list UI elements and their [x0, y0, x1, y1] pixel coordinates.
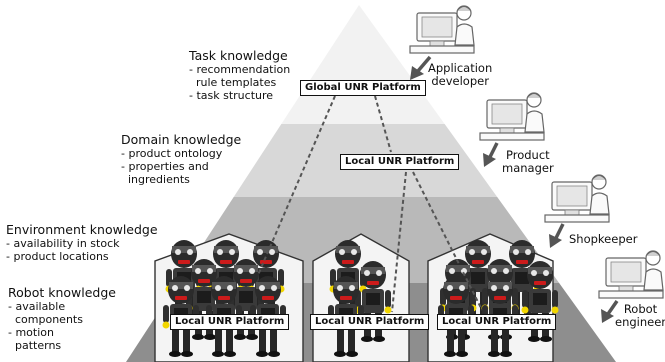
shopkeeper-person-icon	[544, 174, 610, 223]
domain-knowledge-text: Domain knowledge - product ontology - pr…	[121, 132, 241, 186]
role-label-line: Shopkeeper	[569, 232, 638, 246]
task-layer-band	[126, 5, 616, 124]
local-unr-platform-box-top: Local UNR Platform	[340, 154, 460, 170]
domain-knowledge-title: Domain knowledge	[121, 132, 242, 147]
task-knowledge-item: - task structure	[189, 89, 274, 102]
role-label-robot-engineer: Robot engineer	[615, 303, 665, 329]
role-label-line: Application	[428, 61, 493, 75]
local-unr-platform-box-store-3: Local UNR Platform	[437, 314, 557, 330]
environment-knowledge-item: - availability in stock	[6, 237, 120, 250]
role-label-line: engineer	[615, 315, 665, 329]
task-knowledge-item: - recommendation	[189, 63, 291, 76]
robot-knowledge-item: components	[8, 313, 83, 326]
global-unr-platform-box: Global UNR Platform	[300, 80, 426, 96]
environment-knowledge-title: Environment knowledge	[6, 222, 158, 237]
robot-knowledge-item: - motion	[8, 326, 54, 339]
robot-knowledge-title: Robot knowledge	[8, 285, 116, 300]
role-label-line: Robot	[623, 302, 658, 316]
robot-knowledge-item: - available	[8, 300, 66, 313]
environment-knowledge-text: Environment knowledge - availability in …	[6, 222, 158, 263]
role-label-application-developer: Application developer	[428, 62, 492, 88]
product-manager-person-icon	[479, 92, 545, 141]
environment-knowledge-item: - product locations	[6, 250, 109, 263]
role-arrows	[410, 55, 619, 323]
task-knowledge-text: Task knowledge - recommendation rule tem…	[189, 48, 290, 102]
role-label-product-manager: Product manager	[502, 149, 554, 175]
robot-engineer-person-icon	[598, 250, 664, 299]
role-label-line: Product	[506, 148, 550, 162]
role-label-line: manager	[502, 161, 554, 175]
domain-knowledge-item: - product ontology	[121, 147, 223, 160]
robot-knowledge-text: Robot knowledge - available components -…	[8, 285, 116, 352]
task-knowledge-item: rule templates	[189, 76, 277, 89]
task-knowledge-title: Task knowledge	[189, 48, 288, 63]
local-unr-platform-box-store-2: Local UNR Platform	[310, 314, 430, 330]
robot-knowledge-item: patterns	[8, 339, 62, 352]
domain-knowledge-item: - properties and	[121, 160, 209, 173]
domain-knowledge-item: ingredients	[121, 173, 190, 186]
role-label-line: developer	[431, 74, 489, 88]
local-unr-platform-box-store-1: Local UNR Platform	[170, 314, 290, 330]
platform-connections	[257, 95, 483, 313]
application-developer-person-icon	[409, 5, 475, 54]
role-label-shopkeeper: Shopkeeper	[569, 233, 637, 246]
